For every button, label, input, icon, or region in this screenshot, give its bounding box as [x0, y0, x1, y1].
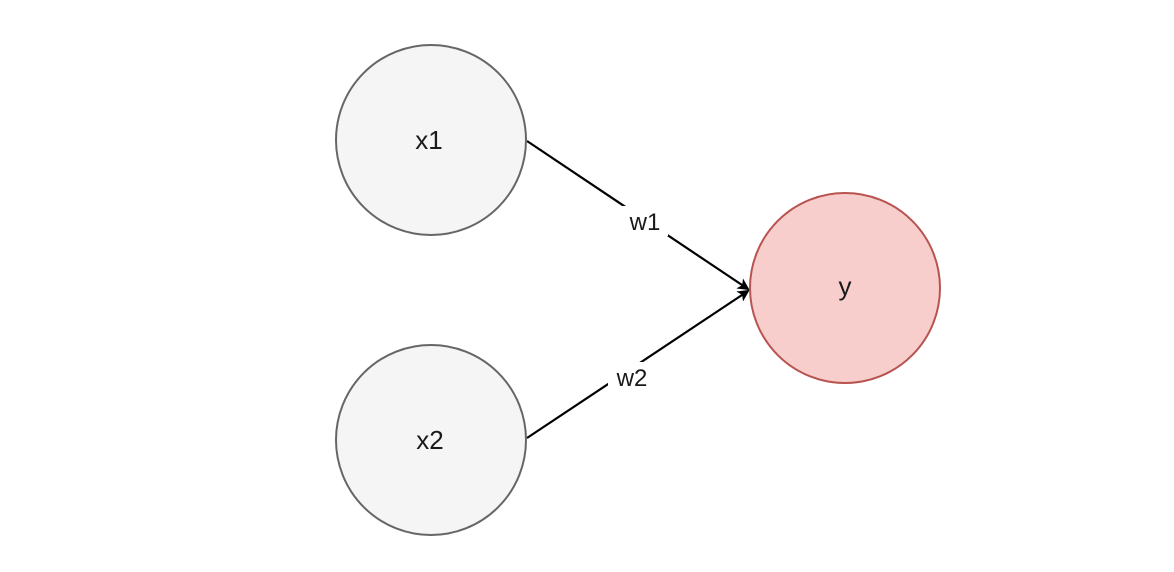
edge-label-w2: w2 [616, 365, 648, 392]
edge-label-bg-w2 [608, 362, 656, 392]
node-x1-circle [335, 44, 527, 236]
node-y-label: y [839, 271, 852, 301]
node-x2-label: x2 [416, 425, 443, 455]
node-y: y [749, 192, 941, 384]
edge-x1-to-y: w1 [526, 140, 750, 291]
node-x2: x2 [335, 344, 527, 536]
node-x1: x1 [335, 44, 527, 236]
node-y-circle [749, 192, 941, 384]
node-x1-label: x1 [415, 125, 442, 155]
edge-label-w1: w1 [629, 209, 661, 236]
edge-x2-to-y: w2 [526, 289, 750, 439]
node-x2-circle [335, 344, 527, 536]
edge-label-bg-w1 [622, 206, 668, 236]
